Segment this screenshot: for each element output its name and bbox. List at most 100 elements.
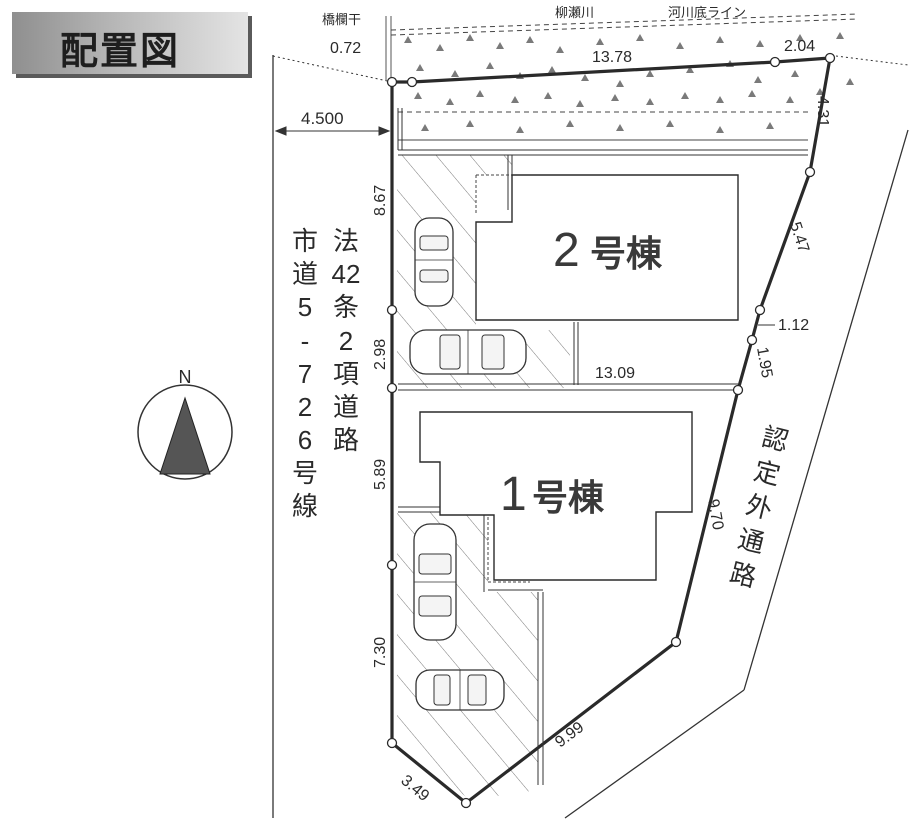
dim-2-04: 2.04 [784,38,815,55]
house-1-label: 号棟 [532,477,605,518]
dim-0-72: 0.72 [330,40,361,57]
title-banner: 配置図 [12,12,248,74]
river-texture-mark [511,96,519,103]
svg-text:路: 路 [333,425,359,455]
car-upper-vertical [414,217,454,307]
river-texture-mark [646,70,654,77]
svg-text:通: 通 [735,523,768,558]
svg-text:外: 外 [743,489,776,524]
car-upper-horizontal [409,329,527,375]
river-texture-mark [836,32,844,39]
svg-text:法: 法 [333,226,359,256]
river-texture-mark [748,90,756,97]
river-texture-mark [796,34,804,41]
dim-road-width: 4.500 [301,109,344,128]
river-texture-mark [766,122,774,129]
river-texture-mark [816,88,824,95]
river-texture-mark [756,40,764,47]
river-texture-mark [566,120,574,127]
river-texture-mark [476,90,484,97]
river-texture-mark [416,64,424,71]
river-texture-mark [716,96,724,103]
river-texture-mark [581,74,589,81]
river-texture-mark [526,36,534,43]
river-texture-mark [556,46,564,53]
river-texture-mark [466,34,474,41]
svg-text:2: 2 [339,326,353,356]
river-texture-mark [486,62,494,69]
house-2-footprint [475,174,739,321]
svg-text:認: 認 [759,421,792,456]
passage-bottom-edge [564,689,745,819]
house-2-label: 号棟 [590,233,663,274]
river-texture-mark [466,120,474,127]
compass-north-label: N [179,367,192,387]
svg-text:道: 道 [333,392,359,422]
river-texture-mark [451,70,459,77]
dim-13-09: 13.09 [595,365,635,382]
river-texture-mark [436,44,444,51]
river-texture-mark [716,36,724,43]
river-texture-mark [791,70,799,77]
river-texture-mark [616,124,624,131]
river-texture-mark [786,96,794,103]
river-area [390,13,859,141]
svg-text:路: 路 [727,557,760,592]
river-texture-mark [496,42,504,49]
svg-text:42: 42 [332,259,361,289]
river-texture-mark [596,38,604,45]
svg-text:-: - [301,326,310,356]
label-bridge-rail: 橋欄干 [322,12,361,27]
svg-text:号: 号 [292,458,318,488]
river-texture-mark [421,124,429,131]
label-certified-passage: 認 定 外 通 路 [727,421,792,592]
river-texture-mark [544,92,552,99]
river-texture-mark [646,98,654,105]
dim-7-30: 7.30 [372,637,389,668]
svg-text:2: 2 [298,392,312,422]
river-texture-mark [616,80,624,87]
svg-text:道: 道 [292,259,318,289]
passage-outer-edge [743,129,909,691]
page-title: 配置図 [60,29,181,73]
river-texture-mark [716,126,724,133]
road-width-arrow [274,126,391,136]
svg-text:線: 線 [292,491,318,521]
dim-8-67: 8.67 [372,185,389,216]
dim-1-12: 1.12 [778,317,809,334]
river-texture-mark [666,120,674,127]
lot-boundary [390,56,832,805]
dim-9-99: 9.99 [552,719,587,751]
dim-1-95: 1.95 [753,346,775,380]
river-texture-mark [676,42,684,49]
svg-text:項: 項 [333,359,359,389]
river-texture-mark [681,92,689,99]
dim-3-49: 3.49 [397,772,432,805]
house-2-number: 2 [553,224,580,277]
passage-top-edge [835,55,909,66]
river-texture-mark [446,98,454,105]
dim-13-78: 13.78 [592,49,632,66]
dotted-line-left [272,55,393,83]
river-texture-mark [576,100,584,107]
svg-text:条: 条 [333,292,359,322]
river-texture-mark [404,36,412,43]
dim-5-89: 5.89 [372,459,389,490]
river-texture-mark [686,66,694,73]
boundary-markers [386,52,836,809]
dim-4-31: 4.31 [814,96,831,127]
river-texture-mark [414,92,422,99]
car-lower-horizontal [415,669,505,711]
svg-text:7: 7 [298,359,312,389]
svg-text:定: 定 [751,455,784,490]
car-lower-vertical [413,523,457,641]
dim-9-70: 9.70 [704,498,726,532]
label-municipal-road: 市 道 5 - 7 2 6 号 線 [292,226,318,521]
dim-5-47: 5.47 [786,220,812,255]
house-1-number: 1 [500,468,527,521]
river-texture-mark [636,34,644,41]
svg-text:6: 6 [298,425,312,455]
label-river: 柳瀬川 [555,5,594,20]
dim-2-98: 2.98 [372,339,389,370]
